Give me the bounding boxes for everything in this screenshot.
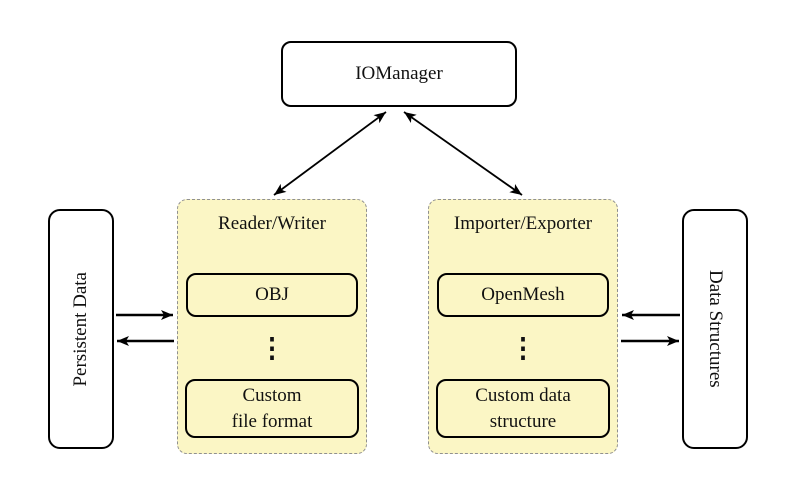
node-data-structures-label: Data Structures: [705, 270, 726, 388]
reader-writer-ellipsis: ⋮: [258, 333, 286, 363]
node-obj-label: OBJ: [255, 284, 289, 305]
node-custom-data-structure-line2: structure: [489, 410, 557, 432]
node-data-structures: Data Structures: [682, 209, 748, 449]
node-custom-data-structure: Custom data structure: [436, 379, 610, 438]
node-iomanager-label: IOManager: [355, 63, 443, 84]
node-iomanager: IOManager: [281, 41, 517, 107]
group-importer-exporter-title: Importer/Exporter: [453, 213, 593, 234]
node-custom-file-format-line2: file format: [231, 410, 313, 432]
node-persistent-data: Persistent Data: [48, 209, 114, 449]
node-openmesh-label: OpenMesh: [481, 284, 565, 305]
arrow-iomanager-readerwriter: [273, 111, 387, 196]
node-persistent-data-label: Persistent Data: [70, 271, 91, 387]
group-reader-writer-title: Reader/Writer: [218, 213, 326, 234]
group-reader-writer: Reader/Writer OBJ ⋮ Custom file format: [177, 199, 367, 454]
node-custom-file-format-line1: Custom: [242, 384, 302, 406]
group-importer-exporter: Importer/Exporter OpenMesh ⋮ Custom data…: [428, 199, 618, 454]
importer-exporter-ellipsis: ⋮: [509, 333, 537, 363]
node-obj: OBJ: [186, 273, 358, 317]
arrow-iomanager-importerexporter: [403, 111, 523, 196]
node-custom-file-format: Custom file format: [185, 379, 359, 438]
node-custom-data-structure-line1: Custom data: [475, 384, 571, 406]
node-openmesh: OpenMesh: [437, 273, 609, 317]
